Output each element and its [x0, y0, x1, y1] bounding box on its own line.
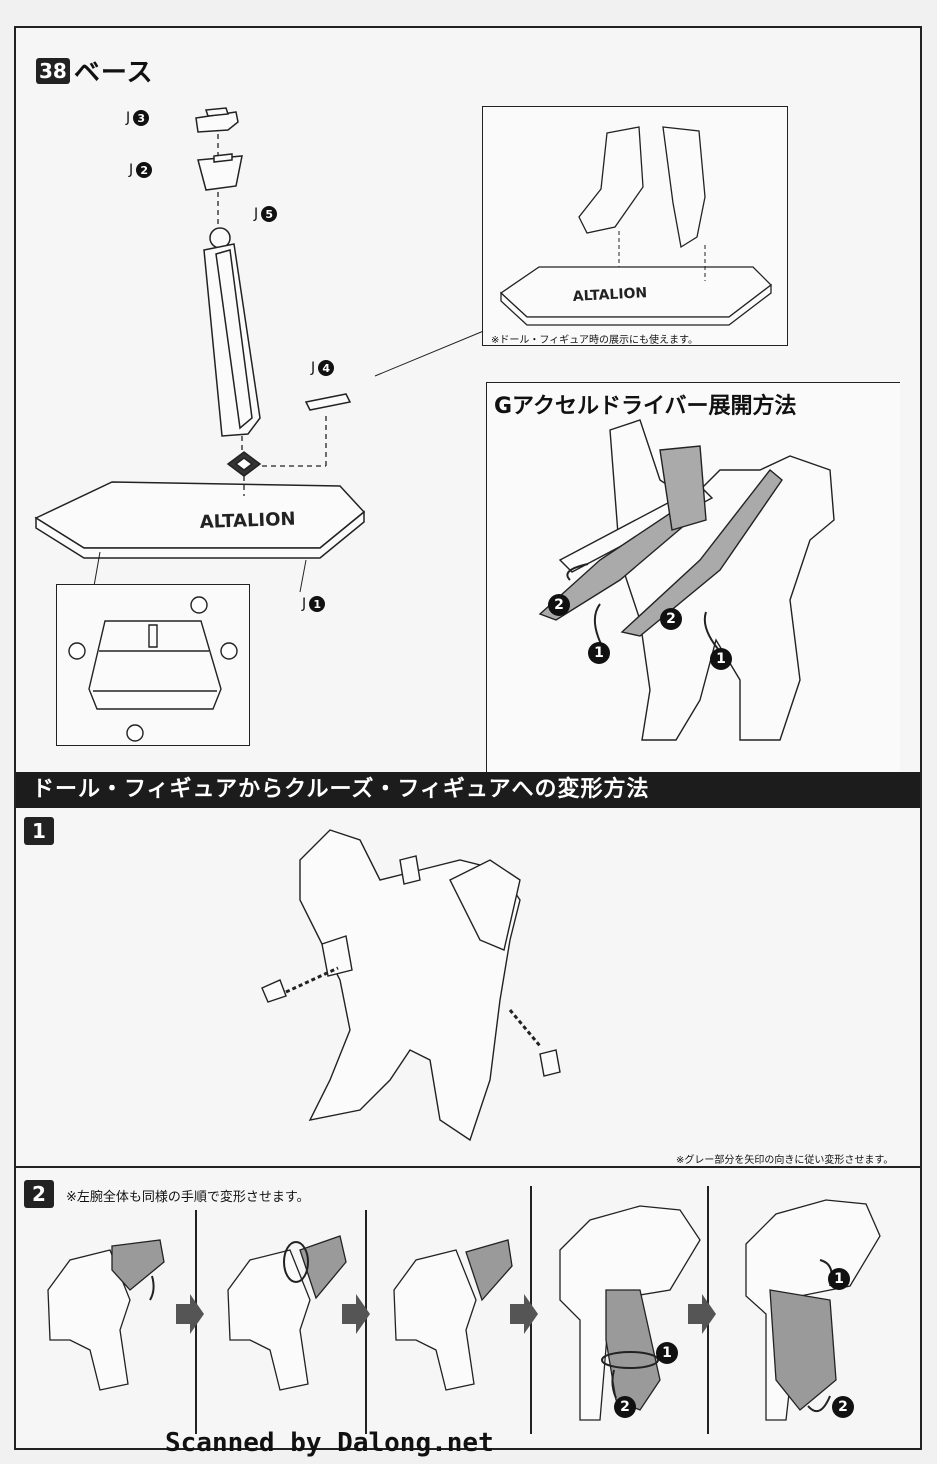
step-title: ベース: [73, 58, 154, 88]
doll-display-note: ※ドール・フィギュア時の展示にも使えます。: [491, 335, 698, 346]
g-accel-marker-2b: 2: [660, 608, 682, 630]
g-accel-title: Gアクセルドライバー展開方法: [494, 394, 797, 419]
g-accel-marker-1a: 1: [588, 642, 610, 664]
base-underside-illustration: [68, 596, 238, 742]
transform-step-1-number: 1: [24, 817, 54, 845]
doll-figure-on-base-illustration: ALTALION: [499, 126, 772, 326]
display-logo-text: ALTALION: [572, 285, 647, 305]
g-accel-marker-2a: 2: [548, 594, 570, 616]
step-2-marker-2a: 2: [614, 1396, 636, 1418]
step-38-header: 38 ベース: [36, 52, 154, 89]
step-2-marker-1b: 1: [828, 1268, 850, 1290]
step-2-note: ※左腕全体も同様の手順で変形させます。: [66, 1190, 310, 1205]
transform-section-title: ドール・フィギュアからクルーズ・フィギュアへの変形方法: [16, 772, 920, 808]
base-underside-detail-panel: [56, 584, 250, 746]
transform-step-2-number: 2: [24, 1180, 54, 1208]
step-number: 38: [36, 57, 70, 84]
doll-display-panel: ALTALION ※ドール・フィギュア時の展示にも使えます。: [482, 106, 788, 346]
scan-watermark: Scanned by Dalong.net: [165, 1428, 494, 1458]
step-2-marker-1a: 1: [656, 1342, 678, 1364]
base-logo-text: ALTALION: [199, 509, 295, 533]
step-2-divider: [16, 1166, 920, 1168]
step-2-marker-2b: 2: [832, 1396, 854, 1418]
base-assembly-illustration: ALTALION: [34, 107, 487, 593]
g-accel-illustration: [538, 419, 835, 741]
step-1-note: ※グレー部分を矢印の向きに従い変形させます。: [676, 1155, 894, 1166]
g-accel-marker-1b: 1: [710, 648, 732, 670]
step-2-panel-divider-2: [365, 1210, 367, 1434]
